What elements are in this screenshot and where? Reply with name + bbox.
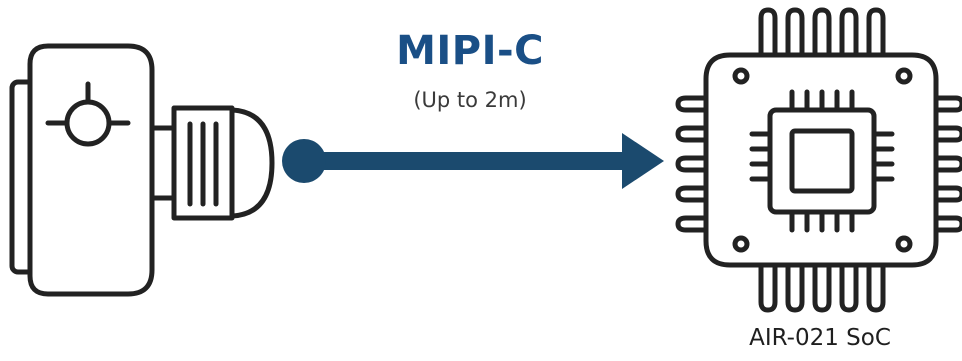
camera-icon xyxy=(9,43,275,297)
soc-label: AIR-021 SoC xyxy=(749,325,891,351)
chip-icon xyxy=(675,7,962,313)
link-title: MIPI-C xyxy=(396,28,544,74)
connection-arrow xyxy=(282,133,664,189)
link-subtitle: (Up to 2m) xyxy=(413,88,527,112)
